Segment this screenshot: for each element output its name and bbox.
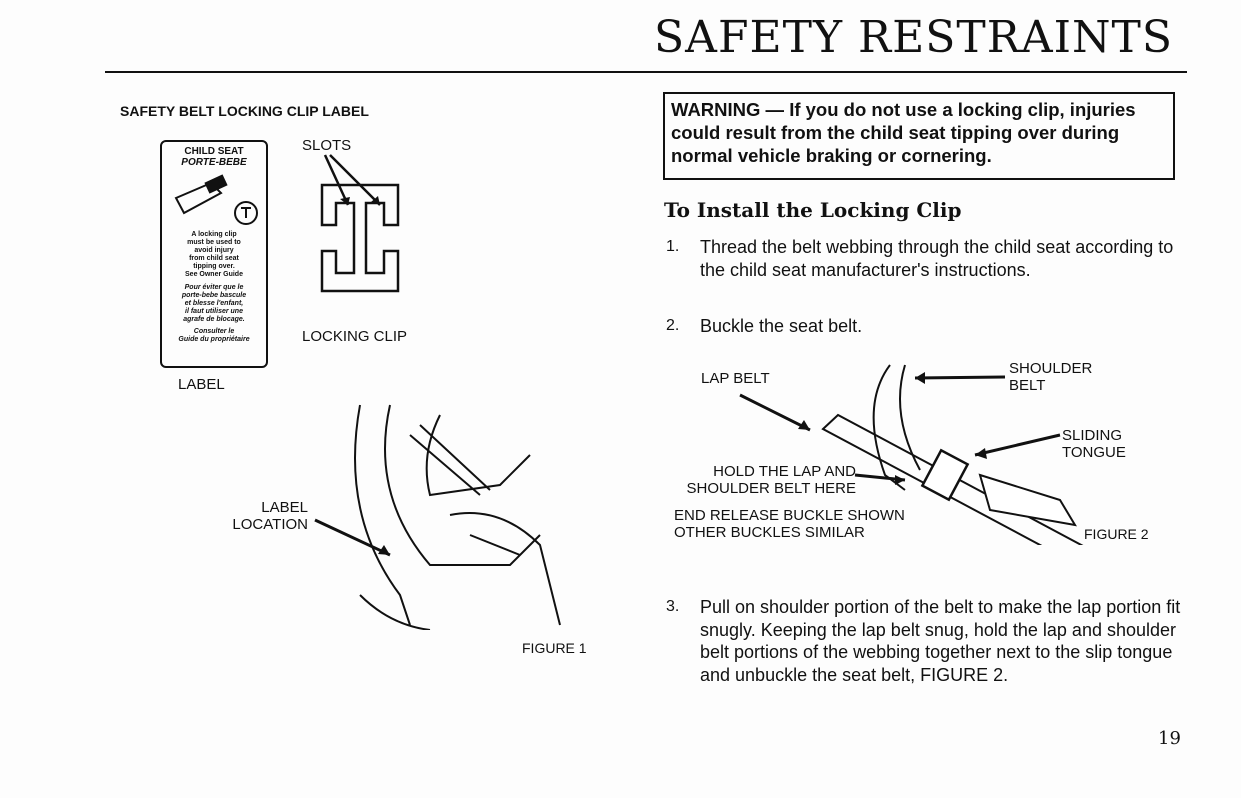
label-line1: CHILD SEAT bbox=[184, 146, 244, 157]
belt-clip-icon bbox=[174, 174, 258, 225]
locking-clip-caption: LOCKING CLIP bbox=[302, 328, 408, 345]
slots-caption: SLOTS bbox=[302, 137, 352, 154]
warning-box: WARNING — If you do not use a locking cl… bbox=[663, 92, 1175, 180]
step-3: 3.Pull on shoulder portion of the belt t… bbox=[666, 597, 1181, 685]
label-caption: LABEL bbox=[178, 376, 225, 393]
section-heading: To Install the Locking Clip bbox=[664, 198, 962, 222]
figure1-child-seat-illustration bbox=[314, 404, 561, 630]
label-line2: PORTE-BEBE bbox=[181, 157, 247, 168]
page-title: SAFETY RESTRAINTS bbox=[654, 12, 1173, 63]
section-title: SAFETY BELT LOCKING CLIP LABEL bbox=[120, 103, 369, 119]
title-rule bbox=[105, 71, 1187, 73]
figure2-belt-illustration bbox=[739, 364, 1084, 545]
figure2-caption: FIGURE 2 bbox=[1084, 526, 1149, 542]
lap-belt-label: LAP BELT bbox=[701, 370, 770, 387]
page-number: 19 bbox=[1158, 728, 1181, 749]
figure1-caption: FIGURE 1 bbox=[522, 640, 587, 656]
locking-clip-illustration bbox=[320, 154, 400, 293]
step-2: 2.Buckle the seat belt. bbox=[666, 316, 863, 336]
step-1: 1.Thread the belt webbing through the ch… bbox=[666, 237, 1174, 280]
